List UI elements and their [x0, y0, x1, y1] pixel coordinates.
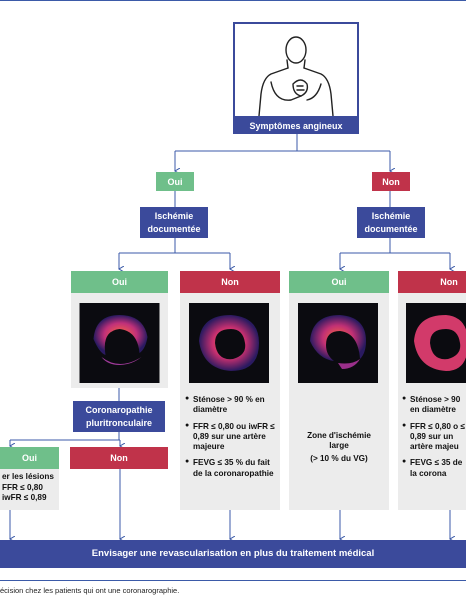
level1-yes-box: Oui [156, 172, 194, 191]
footnote: écision chez les patients qui ont une co… [0, 586, 466, 595]
ischemia-box-right: Ischémie documentée [357, 207, 425, 238]
footnote-text: écision chez les patients qui ont une co… [0, 586, 180, 595]
ischemia-box-left: Ischémie documentée [140, 207, 208, 238]
perfusion-scan-image [79, 303, 160, 383]
multivessel-disease-box: Coronaropathie pluritronculaire [73, 401, 165, 432]
criteria-list: Sténose > 90 % en diamètre FFR ≤ 0,80 ou… [185, 395, 279, 485]
level3-no-label: Non [110, 453, 128, 463]
perfusion-scan-image [189, 303, 269, 383]
criteria-item-stenosis-cut: Sténose > 90 en diamètre [402, 395, 466, 416]
criteria-item-ffr: FFR ≤ 0,80 ou iwFR ≤ 0,89 sur une artère… [185, 422, 279, 453]
level2-yes-box-a: Oui [71, 271, 168, 293]
level2-no-label-b: Non [440, 277, 458, 287]
patient-illustration-box [233, 22, 359, 118]
level2-yes-box-b: Oui [289, 271, 389, 293]
criteria-item-ffr-cut: FFR ≤ 0,80 o ≤ 0,89 sur un artère majeu [402, 422, 466, 453]
lesion-assessment-line3: iwFR ≤ 0,89 [2, 493, 47, 503]
criteria-item-lvef-cut: FEVG ≤ 35 de la corona [402, 458, 466, 479]
ischemia-label-right: Ischémie documentée [364, 211, 418, 234]
large-ischemia-line3: (> 10 % du VG) [310, 454, 368, 464]
perfusion-scan-image [298, 303, 378, 383]
perfusion-scan-image [406, 303, 466, 383]
criteria-item-lvef: FEVG ≤ 35 % du fait de la coronaropathie [185, 458, 279, 479]
level2-yes-label-b: Oui [331, 277, 347, 287]
multivessel-disease-label: Coronaropathie pluritronculaire [85, 405, 153, 428]
level3-yes-label: Oui [22, 453, 37, 463]
level1-no-box: Non [372, 172, 410, 191]
chest-pain-patient-icon [258, 36, 334, 117]
level3-no-box: Non [70, 447, 168, 469]
large-ischemia-text: Zone d'ischémie large (> 10 % du VG) [289, 425, 389, 470]
criteria-list-cut: Sténose > 90 en diamètre FFR ≤ 0,80 o ≤ … [402, 395, 466, 485]
angina-symptoms-box: Symptômes angineux [233, 118, 359, 134]
level1-yes-label: Oui [167, 176, 183, 187]
level2-no-box-b: Non [398, 271, 466, 293]
panel-level3-yes: er les lésions FFR ≤ 0,80 iwFR ≤ 0,89 [0, 469, 59, 510]
level2-no-label-a: Non [221, 277, 239, 287]
lesion-assessment-line2: FFR ≤ 0,80 [2, 482, 43, 492]
ischemia-label-left: Ischémie documentée [147, 211, 201, 234]
lesion-assessment-line1: er les lésions [2, 472, 54, 481]
level2-no-box-a: Non [180, 271, 280, 293]
criteria-item-stenosis: Sténose > 90 % en diamètre [185, 395, 279, 416]
level3-yes-box: Oui [0, 447, 59, 469]
large-ischemia-line2: large [329, 440, 349, 450]
level1-no-label: Non [382, 176, 400, 187]
angina-symptoms-label: Symptômes angineux [249, 120, 343, 131]
revascularization-bar: Envisager une revascularisation en plus … [0, 540, 466, 568]
level2-yes-label-a: Oui [112, 277, 127, 287]
revascularization-label: Envisager une revascularisation en plus … [91, 547, 375, 559]
large-ischemia-line1: Zone d'ischémie [307, 430, 371, 440]
